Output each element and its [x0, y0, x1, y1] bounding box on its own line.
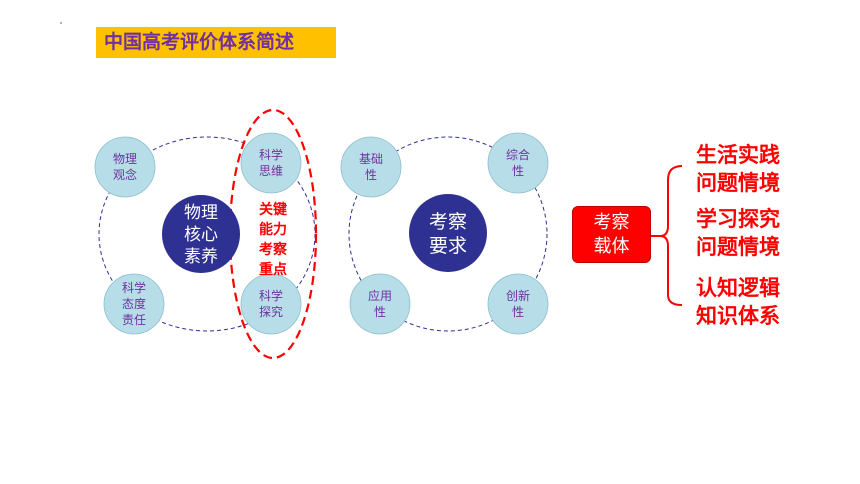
satellite-attitude-line-1: 科学 [122, 280, 146, 295]
slide-title: 中国高考评价体系简述 [96, 27, 336, 58]
core-literacy-line-3: 素养 [184, 247, 218, 267]
satellite-application: 应用 性 [349, 273, 411, 335]
context-learning-inquiry: 学习探究 问题情境 [696, 205, 806, 261]
requirements-line-1: 考察 [429, 211, 467, 233]
core-literacy-line-2: 核心 [184, 225, 218, 245]
requirements-line-2: 要求 [429, 235, 467, 257]
key-ability-label: 关键 能力 考察 重点 [259, 201, 288, 278]
key-ability-line-3: 考察 [259, 241, 288, 258]
context-learning-inquiry-line-1: 学习探究 [696, 207, 780, 231]
satellite-thinking: 科学 思维 [240, 132, 302, 194]
context-cognitive-logic-line-1: 认知逻辑 [696, 276, 780, 300]
core-literacy-center: 物理 核心 素养 [162, 195, 240, 273]
satellite-inquiry-line-2: 探究 [259, 304, 283, 319]
context-life-practice-line-1: 生活实践 [696, 143, 780, 167]
satellite-basic-line-2: 性 [365, 168, 377, 182]
requirements-center: 考察 要求 [409, 194, 487, 272]
satellite-comprehensive: 综合 性 [487, 132, 549, 194]
key-ability-line-4: 重点 [259, 261, 287, 278]
satellite-innovation-line-2: 性 [512, 305, 524, 319]
satellite-thinking-line-2: 思维 [259, 164, 283, 178]
satellite-concept-line-1: 物理 [113, 152, 137, 166]
stray-dot [60, 22, 62, 24]
context-cognitive-logic-line-2: 知识体系 [696, 304, 780, 328]
satellite-basic-line-1: 基础 [359, 152, 383, 166]
carrier-line-1: 考察 [593, 212, 630, 233]
key-ability-highlight-ellipse [228, 108, 318, 360]
carrier-line-2: 载体 [593, 236, 630, 257]
context-learning-inquiry-line-2: 问题情境 [696, 235, 780, 259]
requirements-ring [348, 136, 548, 332]
key-ability-line-1: 关键 [259, 201, 288, 218]
satellite-innovation: 创新 性 [487, 273, 549, 335]
satellite-concept-line-2: 观念 [113, 167, 137, 182]
carrier-box: 考察 载体 [572, 206, 651, 263]
satellite-application-line-2: 性 [374, 305, 386, 319]
context-life-practice: 生活实践 问题情境 [696, 141, 806, 197]
key-ability-line-2: 能力 [259, 221, 287, 238]
context-cognitive-logic: 认知逻辑 知识体系 [696, 274, 806, 330]
satellite-comprehensive-line-1: 综合 [506, 147, 530, 162]
satellite-comprehensive-line-2: 性 [512, 164, 524, 178]
context-life-practice-line-2: 问题情境 [696, 171, 780, 195]
satellite-concept: 物理 观念 [94, 136, 156, 198]
satellite-attitude-line-3: 责任 [122, 313, 146, 327]
carrier-bracket [651, 165, 683, 306]
satellite-basic: 基础 性 [340, 136, 402, 198]
satellite-inquiry-line-1: 科学 [259, 288, 283, 303]
satellite-inquiry: 科学 探究 [240, 273, 302, 335]
satellite-attitude: 科学 态度 责任 [103, 273, 165, 335]
satellite-application-line-1: 应用 [368, 288, 392, 303]
core-literacy-line-1: 物理 [184, 203, 218, 223]
satellite-attitude-line-2: 态度 [122, 296, 146, 311]
satellite-innovation-line-1: 创新 [506, 288, 530, 303]
satellite-thinking-line-1: 科学 [259, 147, 283, 162]
